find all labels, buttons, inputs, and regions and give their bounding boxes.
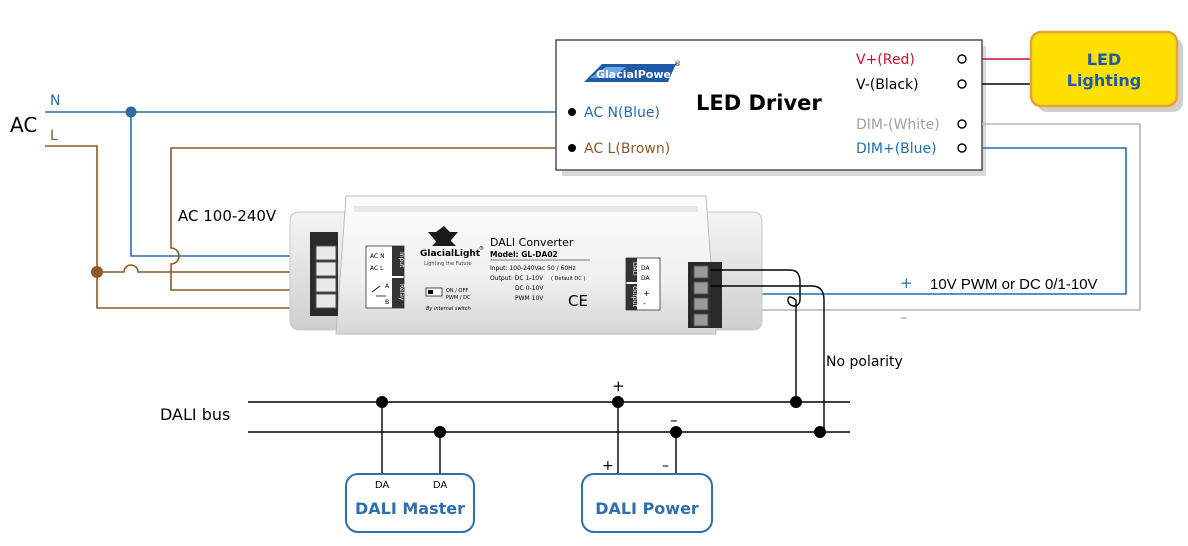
driver-vminus-label: V-(Black) — [856, 77, 919, 93]
conv-switch-mode: PWM / DC — [446, 295, 471, 301]
dali-power-minus-top: – — [670, 411, 678, 429]
driver-acl-label: AC L(Brown) — [584, 141, 670, 157]
dali-power-minus: – — [662, 458, 669, 474]
led-lighting-line2: Lighting — [1067, 71, 1142, 90]
dali-master-da2: DA — [433, 480, 448, 491]
output-label: 10V PWM or DC 0/1-10V — [930, 276, 1098, 293]
svg-text:Lighting the Future: Lighting the Future — [424, 261, 472, 267]
svg-text:®: ® — [479, 245, 484, 252]
led-lighting-line1: LED — [1087, 50, 1121, 69]
conv-title: DALI Converter — [490, 236, 574, 249]
ac-range-label: AC 100-240V — [178, 207, 277, 225]
led-driver-title: LED Driver — [696, 91, 822, 115]
conv-left-relay-tag: Relay — [398, 284, 405, 301]
conv-right-plus: + — [643, 289, 650, 298]
dali-master-da1: DA — [375, 480, 390, 491]
driver-dimminus-label: DIM-(White) — [856, 117, 940, 133]
conv-spec-pwm: PWM 10V — [515, 295, 544, 302]
dali-converter: AC N AC L Input Relay A B GlacialLight ®… — [289, 195, 763, 335]
dali-bus — [248, 396, 850, 474]
l-label: L — [50, 128, 58, 144]
conv-right-minus: - — [643, 299, 646, 308]
conv-ce-mark: CE — [568, 292, 588, 310]
conv-model: Model: GL-DA02 — [490, 250, 558, 259]
conv-spec-dc: DC 0-10V — [515, 285, 544, 292]
led-output-wires — [982, 58, 1032, 85]
svg-text:®: ® — [674, 60, 681, 68]
conv-switch-icon — [425, 287, 443, 297]
conv-switch-on: ON / OFF — [446, 288, 468, 294]
driver-dimplus-terminal — [957, 143, 967, 153]
dali-power: + – DALI Power — [581, 458, 713, 533]
led-driver-body — [555, 39, 983, 171]
driver-dimminus-terminal — [957, 119, 967, 129]
dim-wires — [728, 123, 1141, 311]
svg-text:GlacialLight: GlacialLight — [420, 249, 481, 259]
glaciallight-logo: GlacialLight ® Lighting the Future — [420, 226, 484, 267]
conv-right-output-tag: Output — [631, 286, 638, 307]
driver-vplus-label: V+(Red) — [856, 52, 915, 68]
output-plus: + — [900, 274, 913, 292]
dali-power-box — [581, 473, 713, 533]
led-lighting: LED Lighting — [1029, 30, 1183, 112]
driver-acl-terminal — [568, 144, 576, 152]
ac-label: AC — [10, 113, 37, 137]
conv-left-relay-a: A — [385, 283, 390, 290]
conv-left-acn: AC N — [370, 253, 385, 260]
output-minus: – — [900, 308, 908, 326]
driver-vminus-terminal — [957, 79, 967, 89]
l-junction-dot — [91, 266, 103, 278]
driver-acn-terminal — [568, 108, 576, 116]
dali-power-plus-top: + — [612, 377, 625, 395]
glacialpower-logo: GlacialPower ® — [584, 60, 681, 82]
dali-power-label: DALI Power — [595, 499, 699, 518]
dali-master-box — [345, 473, 475, 533]
conv-spec-output: Output: DC 1-10V — [490, 275, 544, 282]
conv-spec-input: Input: 100-240Vac 50 / 60Hz — [490, 265, 576, 272]
dali-bus-label: DALI bus — [160, 405, 230, 424]
dali-power-plus: + — [602, 458, 614, 474]
dali-master-label: DALI Master — [355, 499, 465, 518]
conv-left-acl: AC L — [370, 265, 384, 272]
conv-right-da2: DA — [641, 275, 651, 282]
conv-left-input-tag: Input — [398, 252, 405, 268]
dali-master: DA DA DALI Master — [345, 473, 475, 533]
conv-right-dali-tag: DALI — [631, 262, 638, 276]
driver-acn-label: AC N(Blue) — [584, 105, 660, 121]
dali-link-wires — [710, 269, 825, 432]
led-driver: GlacialPower ® LED Driver AC N(Blue) AC … — [555, 39, 986, 176]
svg-text:GlacialPower: GlacialPower — [596, 68, 677, 81]
conv-right-da1: DA — [641, 265, 651, 272]
conv-spec-output-note: ( Default DC ) — [551, 276, 585, 282]
conv-left-relay-b: B — [385, 299, 389, 306]
led-lighting-box — [1029, 30, 1179, 108]
ac-wires — [45, 106, 560, 309]
no-polarity-label: No polarity — [826, 354, 903, 370]
driver-dimplus-label: DIM+(Blue) — [856, 141, 937, 157]
driver-vplus-terminal — [957, 54, 967, 64]
conv-switch-note: By internal switch — [426, 306, 471, 312]
n-junction-dot — [125, 106, 137, 118]
n-label: N — [50, 93, 60, 109]
